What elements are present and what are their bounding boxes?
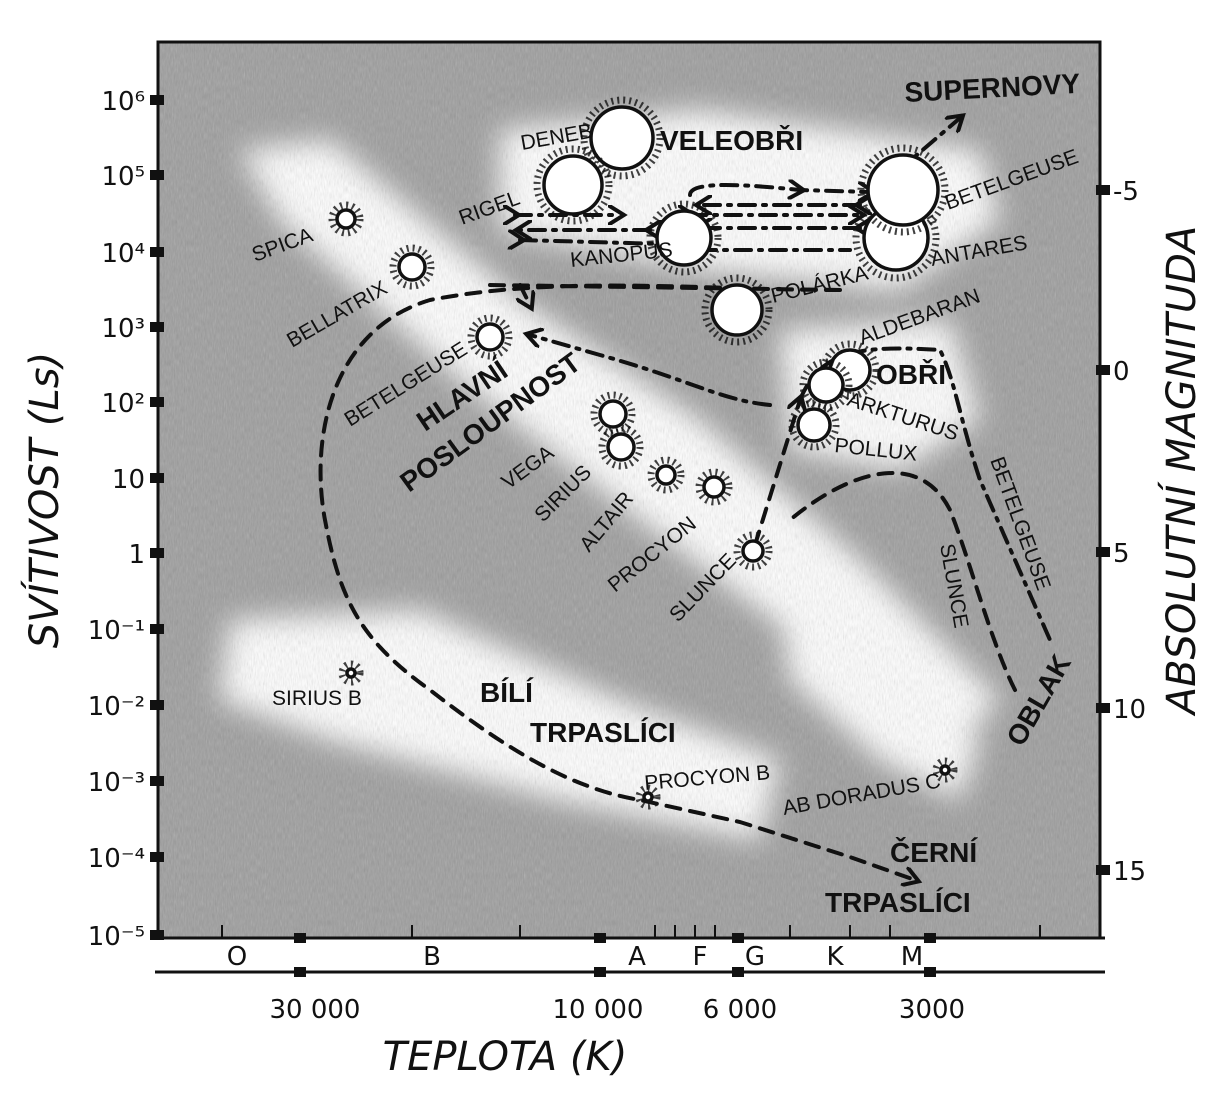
star-procyon-b <box>635 784 661 810</box>
track-dwarf-loop <box>520 283 530 305</box>
star-betelgeuse-supergiant <box>857 144 949 236</box>
y-tick-10: 10 <box>112 465 145 495</box>
x-tick-10000: 10 000 <box>553 995 644 1025</box>
label-cerni: ČERNÍ <box>890 836 978 868</box>
y-tick-1e5: 10⁵ <box>101 162 145 192</box>
y-tick-1e2: 10² <box>101 389 145 419</box>
spectral-class-band: O B A F G K M <box>155 925 1105 977</box>
spectral-class-f: F <box>693 942 708 972</box>
y2-axis: -5 0 5 10 15 ABSOLUTNÍ MAGNITUDA <box>1096 177 1205 887</box>
track-sun <box>753 400 1017 692</box>
spectral-class-k: K <box>826 942 844 972</box>
x-tick-30000: 30 000 <box>270 995 361 1025</box>
y2-axis-label: ABSOLUTNÍ MAGNITUDA <box>1157 226 1205 718</box>
y-tick-1e-2: 10⁻² <box>88 692 145 722</box>
plot-area <box>158 42 1100 938</box>
mag-tick-0: 0 <box>1113 357 1130 387</box>
star-polarka <box>701 274 773 346</box>
star-kanopus <box>646 200 722 276</box>
label-sirius-b: SIRIUS B <box>272 687 362 710</box>
stars <box>328 96 958 810</box>
mag-tick-5: 5 <box>1113 539 1130 569</box>
label-cerni-trpaslici: TRPASLÍCI <box>825 887 971 918</box>
label-bili: BÍLÍ <box>480 677 534 708</box>
y-tick-1e4: 10⁴ <box>101 239 145 269</box>
star-deneb <box>580 96 664 180</box>
y-axis-label: SVÍTIVOST (Ls) <box>20 352 68 649</box>
star-sirius <box>598 424 644 470</box>
track-middle <box>530 335 772 407</box>
y-tick-1e-1: 10⁻¹ <box>88 616 145 646</box>
star-altair <box>647 456 685 494</box>
y-tick-1e-5: 10⁻⁵ <box>88 922 145 952</box>
x-axis-label: TEPLOTA (K) <box>383 1034 628 1080</box>
spectral-class-b: B <box>423 942 441 972</box>
y-tick-1e-3: 10⁻³ <box>88 768 145 798</box>
label-obri: OBŘI <box>876 359 946 390</box>
star-bellatrix <box>389 244 435 290</box>
y-tick-1e6: 10⁶ <box>101 87 145 117</box>
star-sirius-b <box>338 660 364 686</box>
track-betelgeuse-ms <box>318 283 915 880</box>
y-tick-1: 1 <box>128 540 145 570</box>
label-bili-trpaslici: TRPASLÍCI <box>530 717 676 748</box>
x-tick-3000: 3000 <box>899 995 965 1025</box>
y-tick-1e-4: 10⁻⁴ <box>88 844 145 874</box>
x-tick-6000: 6 000 <box>703 995 777 1025</box>
mag-tick-15: 15 <box>1113 857 1146 887</box>
spectral-class-m: M <box>901 942 923 972</box>
spectral-class-o: O <box>227 942 247 972</box>
star-rigel <box>533 145 613 225</box>
star-vega <box>590 391 636 437</box>
y-tick-1e3: 10³ <box>101 314 145 344</box>
x-axis: 30 000 10 000 6 000 3000 TEPLOTA (K) <box>270 995 966 1080</box>
star-arkturus <box>799 358 853 412</box>
star-ab-doradus-c <box>932 757 958 783</box>
label-veleobri: VELEOBŘI <box>660 125 803 156</box>
spectral-class-a: A <box>628 942 646 972</box>
mag-tick-10: 10 <box>1113 695 1146 725</box>
y-axis: 10⁶ 10⁵ 10⁴ 10³ 10² 10 1 10⁻¹ 10⁻² 10⁻³ … <box>20 87 164 952</box>
star-procyon <box>695 468 733 506</box>
star-spica <box>328 201 364 237</box>
star-betelgeuse-ms <box>467 314 513 360</box>
star-slunce <box>733 531 773 571</box>
mag-tick-minus5: -5 <box>1113 177 1139 207</box>
spectral-class-g: G <box>745 942 765 972</box>
